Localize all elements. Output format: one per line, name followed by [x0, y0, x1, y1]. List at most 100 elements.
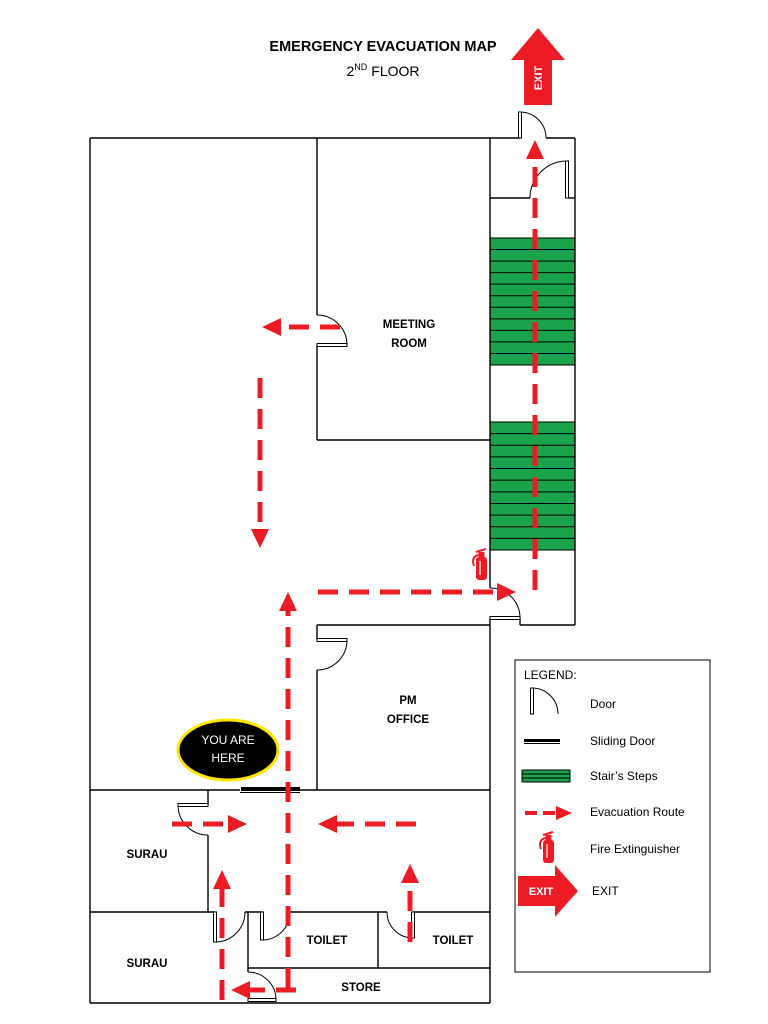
route-arrowhead [497, 583, 516, 601]
doors [177, 111, 569, 1002]
walls [89, 137, 576, 1004]
door-swing-arc [247, 971, 277, 1001]
door-swing-arc [316, 639, 348, 671]
door-icon [316, 638, 348, 671]
evacuation-route-arrow [279, 592, 297, 988]
floor-number: 2 [346, 63, 354, 79]
exit-arrow-icon: EXIT [518, 865, 578, 917]
route-arrowhead [228, 815, 247, 833]
legend-label-door: Door [590, 697, 616, 711]
route-arrowhead [251, 529, 269, 548]
route-arrowhead [556, 806, 572, 820]
door-leaf [518, 111, 522, 139]
door-leaf [316, 343, 348, 347]
toilet-right-label: TOILET [433, 935, 474, 947]
route-arrowhead [262, 318, 281, 336]
toilet-left-label: TOILET [307, 935, 348, 947]
route-arrowhead [401, 864, 419, 883]
door-icon [489, 587, 521, 620]
evacuation-route-icon [525, 806, 572, 820]
evacuation-route-arrow [231, 981, 296, 999]
extinguisher-handle [542, 831, 554, 836]
exit-arrow-shape [518, 865, 578, 917]
legend-label-route: Evacuation Route [590, 805, 685, 819]
exit-arrow-icon [511, 28, 565, 105]
floor-label: 2ND FLOOR [346, 62, 419, 79]
legend-title: LEGEND: [524, 668, 577, 682]
door-swing-arc [177, 804, 209, 836]
route-arrowhead [279, 592, 297, 611]
fire-extinguisher-icon [539, 831, 554, 863]
you-are-here-marker: YOU ARE HERE [176, 718, 280, 782]
door-icon [529, 160, 569, 199]
door-swing-arc [531, 687, 559, 715]
door-icon [177, 803, 209, 836]
pm-office-label-line2: OFFICE [387, 714, 429, 726]
evacuation-route-arrow [172, 815, 247, 833]
door-leaf [565, 160, 569, 199]
evacuation-route-arrow [318, 583, 516, 601]
map-title: EMERGENCY EVACUATION MAP [269, 39, 497, 55]
door-swing-arc [214, 911, 246, 943]
legend-box [514, 659, 711, 973]
door-leaf [260, 911, 264, 941]
legend-label-extinguisher: Fire Extinguisher [590, 842, 680, 856]
stair-steps-swatch [521, 769, 571, 783]
legend-label-stairs: Stair’s Steps [590, 769, 658, 783]
store-label: STORE [341, 982, 381, 994]
legend-label-exit: EXIT [592, 884, 619, 898]
extinguisher-neck [478, 552, 485, 558]
surau-upper-label: SURAU [127, 849, 168, 861]
door-icon [213, 911, 246, 943]
sliding-door [240, 787, 300, 793]
legend-label-sliding-door: Sliding Door [590, 734, 655, 748]
exit-sign-text: EXIT [533, 65, 545, 90]
floor-suffix: ND [354, 62, 367, 72]
extinguisher-highlight [479, 561, 481, 575]
extinguisher-handle [475, 548, 487, 553]
evacuation-route-arrow [401, 864, 419, 942]
sliding-door-icon [524, 739, 560, 744]
legend: LEGEND: Door Sliding Door Stair’s Steps … [514, 659, 711, 973]
meeting-room-label-line1: MEETING [383, 319, 435, 331]
floor-word: FLOOR [371, 63, 419, 79]
evacuation-route-arrow [262, 318, 340, 336]
door-leaf [530, 687, 534, 715]
door-swing-arc [529, 160, 568, 199]
door-icon [518, 111, 547, 139]
marker-ellipse [176, 718, 280, 782]
evacuation-routes [172, 140, 544, 1000]
door-leaf [316, 638, 348, 642]
exit-arrow-text: EXIT [529, 886, 554, 898]
route-arrowhead [231, 981, 250, 999]
door-icon [530, 687, 559, 715]
surau-lower-label: SURAU [127, 958, 168, 970]
stair-steps-icon [521, 769, 571, 783]
extinguisher-neck [545, 835, 552, 841]
sliding-door-panel [241, 787, 300, 791]
evacuation-route-arrow [526, 140, 544, 590]
evacuation-route-arrow [213, 870, 231, 1000]
door-leaf [177, 803, 209, 807]
door-swing-arc [489, 587, 521, 619]
evacuation-route-arrow [251, 378, 269, 548]
door-leaf [213, 911, 217, 943]
route-arrowhead [318, 815, 337, 833]
you-are-here-line2: HERE [211, 751, 244, 765]
extinguisher-highlight [546, 844, 548, 858]
exit-sign: EXIT [511, 28, 565, 105]
you-are-here-line1: YOU ARE [201, 733, 254, 747]
extinguisher-body [476, 557, 487, 580]
fire-extinguisher-icon [472, 548, 487, 580]
sliding-door-panel [524, 739, 560, 742]
route-arrowhead [526, 140, 544, 159]
meeting-room-label-line2: ROOM [391, 338, 427, 350]
door-icon [247, 971, 277, 1002]
evacuation-route-arrow [318, 815, 416, 833]
door-leaf [247, 998, 277, 1002]
route-arrowhead [213, 870, 231, 889]
door-swing-arc [316, 314, 348, 346]
extinguisher-body [543, 840, 554, 863]
extinguisher-hose [539, 837, 546, 850]
